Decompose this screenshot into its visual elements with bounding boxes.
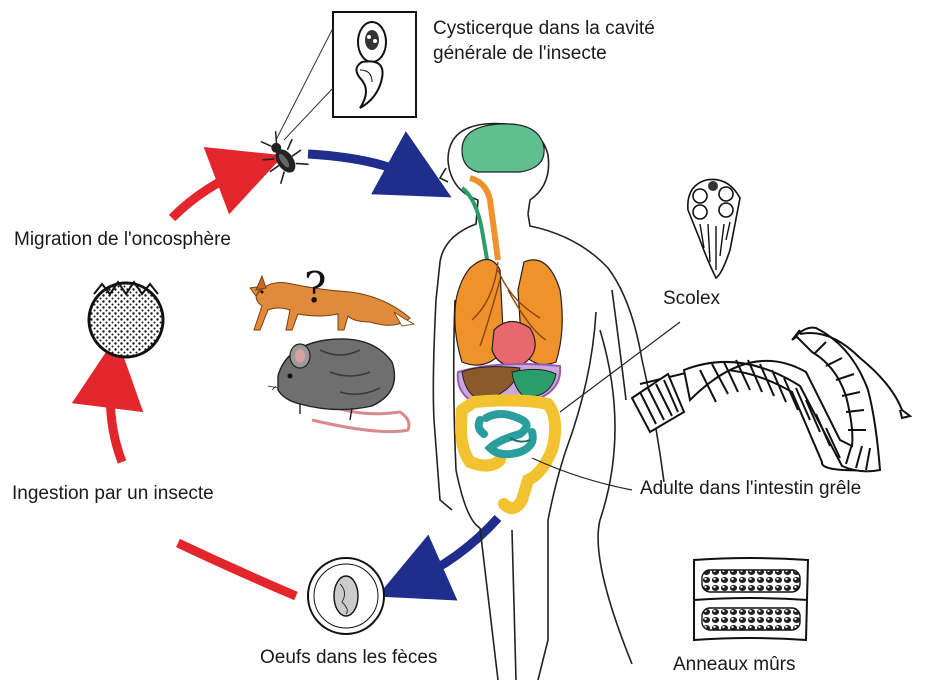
eggs-label: Oeufs dans les fèces bbox=[260, 646, 437, 670]
small-intestine-coil bbox=[510, 438, 530, 442]
question-mark: ? bbox=[304, 263, 327, 312]
cysticercus-label-line1: Cysticerque dans la cavité bbox=[433, 16, 655, 41]
fox-icon bbox=[250, 276, 414, 330]
pointer-line bbox=[284, 88, 333, 140]
cysticercus-icon bbox=[333, 12, 416, 117]
insect-icon bbox=[253, 125, 311, 184]
rat-icon bbox=[268, 339, 409, 432]
arrow-ingestion-to-oncosphere bbox=[110, 372, 122, 462]
scolex-icon bbox=[688, 179, 740, 278]
arrow-insect-to-human bbox=[308, 154, 420, 180]
egg-icon bbox=[308, 558, 384, 634]
cysticercus-label-line2: générale de l'insecte bbox=[433, 41, 655, 66]
brain-organ bbox=[462, 124, 544, 172]
cysticercus-label: Cysticerque dans la cavité générale de l… bbox=[433, 16, 655, 66]
scolex-label: Scolex bbox=[663, 287, 720, 311]
adult-label: Adulte dans l'intestin grêle bbox=[640, 477, 861, 501]
small-intestine bbox=[479, 414, 533, 454]
arrow-eggs-to-ingestion bbox=[178, 543, 296, 596]
heart-organ bbox=[492, 321, 535, 366]
mature-segments-label: Anneaux mûrs bbox=[673, 653, 796, 677]
tapeworm-icon bbox=[632, 328, 910, 472]
migration-label: Migration de l'oncosphère bbox=[14, 228, 231, 252]
pointer-line bbox=[276, 28, 333, 140]
segments-icon bbox=[694, 558, 808, 640]
arrow-migration-to-insect bbox=[172, 168, 250, 218]
oncosphere-icon bbox=[89, 282, 163, 357]
ingestion-label: Ingestion par un insecte bbox=[12, 482, 214, 506]
